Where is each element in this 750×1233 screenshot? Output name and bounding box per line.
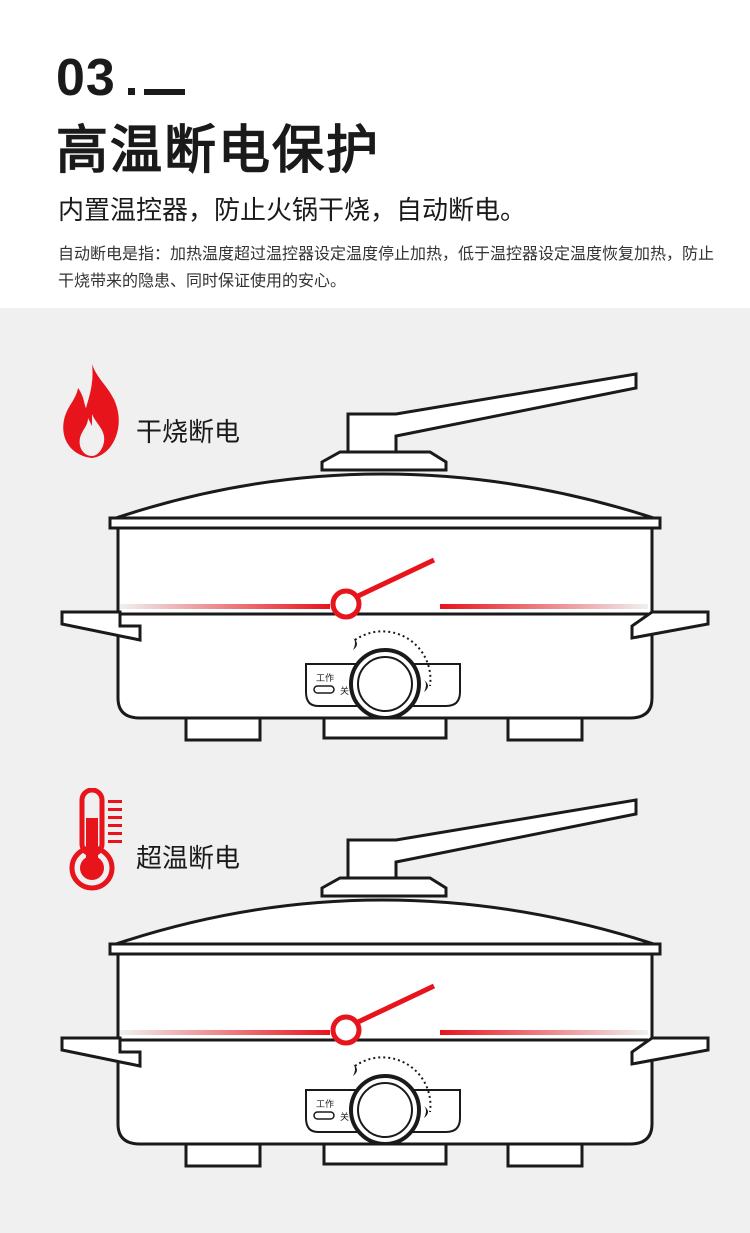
hot-pot-illustration-2: 工作 关: [60, 798, 710, 1168]
thermometer-icon: [66, 787, 126, 896]
section-number: 03: [56, 49, 116, 107]
section-label-over-temp: 超温断电: [136, 844, 241, 874]
number-underline: [144, 89, 185, 95]
section-label-dry-burn: 干烧断电: [136, 418, 241, 448]
page-title: 高温断电保护: [56, 121, 381, 181]
hot-pot-illustration-1: 工作 关: [60, 372, 710, 742]
page-subtitle: 内置温控器，防止火锅干烧，自动断电。: [58, 196, 527, 226]
indicator-label: 工作: [316, 1098, 334, 1110]
off-label: 关: [340, 1111, 349, 1123]
page-description: 自动断电是指：加热温度超过温控器设定温度停止加热，低于温控器设定温度恢复加热，防…: [58, 244, 715, 290]
number-dot: [128, 88, 135, 95]
flame-icon: [58, 362, 126, 464]
off-label: 关: [340, 685, 349, 697]
header-section: 03 高温断电保护 内置温控器，防止火锅干烧，自动断电。 自动断电是指：加热温度…: [0, 0, 750, 308]
indicator-label: 工作: [316, 672, 334, 684]
